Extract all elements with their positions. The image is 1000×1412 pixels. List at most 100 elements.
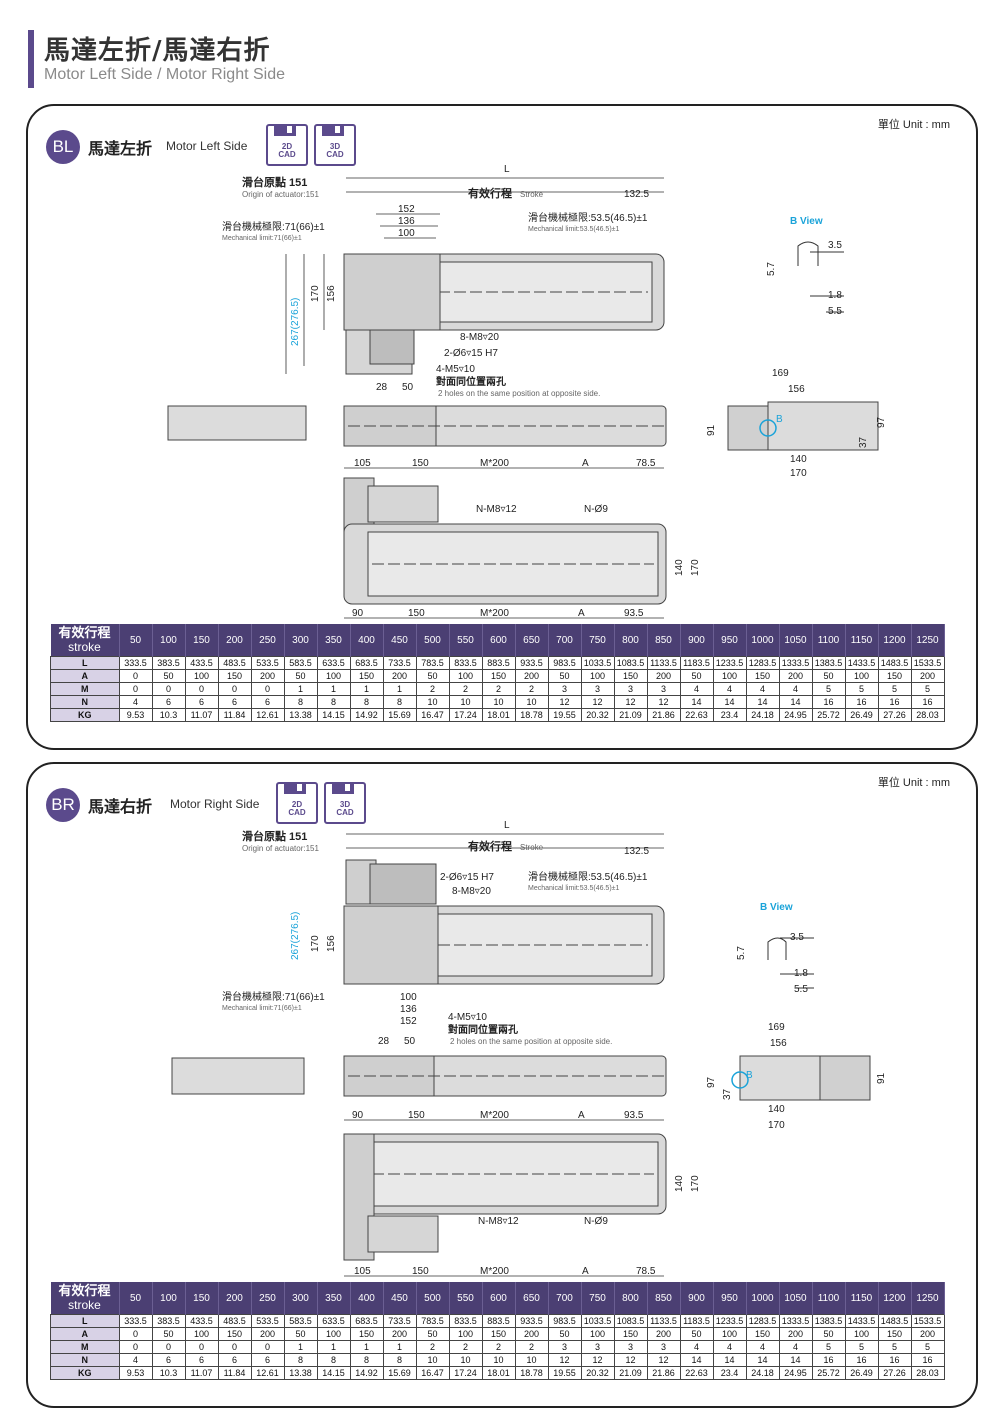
table-cell: 26.49	[844, 1366, 879, 1380]
table-cell: 0	[118, 682, 153, 696]
stroke-column-header: 1200	[878, 1282, 912, 1315]
table-cell: 20.32	[580, 1366, 615, 1380]
stroke-column-header: 100	[152, 624, 186, 657]
table-cell: 1233.5	[712, 1314, 747, 1328]
stroke-column-header: 550	[449, 624, 483, 657]
table-cell: 14	[712, 695, 747, 709]
end-view	[727, 401, 879, 451]
table-cell: 11.84	[217, 1366, 252, 1380]
svg-text:Origin of actuator:151: Origin of actuator:151	[242, 190, 319, 199]
table-cell: 21.86	[646, 1366, 681, 1380]
table-cell: 1	[316, 1340, 351, 1354]
table-cell: 433.5	[184, 656, 219, 670]
svg-text:M*200: M*200	[480, 608, 509, 619]
table-cell: 4	[712, 682, 747, 696]
stroke-column-header: 1150	[845, 624, 879, 657]
svg-text:140: 140	[768, 1104, 785, 1115]
svg-text:150: 150	[412, 1266, 429, 1277]
svg-text:132.5: 132.5	[624, 189, 649, 200]
svg-text:Mechanical limit:71(66)±1: Mechanical limit:71(66)±1	[222, 235, 302, 242]
technical-drawing: L 滑台原點 151 Origin of actuator:151 有效行程 S…	[171, 820, 887, 1277]
stroke-header-en: stroke	[68, 640, 101, 654]
table-cell: 28.03	[910, 708, 945, 722]
svg-text:152: 152	[398, 204, 415, 215]
table-cell: 16	[811, 695, 846, 709]
svg-text:4-M5▿10: 4-M5▿10	[436, 364, 475, 375]
table-cell: 200	[250, 1327, 285, 1341]
stroke-column-header: 650	[515, 1282, 549, 1315]
table-cell: 6	[217, 695, 252, 709]
table-cell: 10	[415, 1353, 450, 1367]
svg-text:132.5: 132.5	[624, 846, 649, 857]
svg-text:91: 91	[876, 1072, 887, 1084]
table-cell: 1483.5	[877, 656, 912, 670]
table-cell: 17.24	[448, 708, 483, 722]
svg-text:170: 170	[310, 285, 321, 302]
svg-text:N-M8▿12: N-M8▿12	[476, 504, 517, 515]
table-cell: 4	[745, 1340, 780, 1354]
svg-text:100: 100	[400, 992, 417, 1003]
table-cell: 10	[481, 695, 516, 709]
table-cell: 6	[217, 1353, 252, 1367]
stroke-column-header: 1250	[911, 1282, 945, 1315]
table-cell: 2	[448, 682, 483, 696]
table-cell: 16	[910, 695, 945, 709]
stroke-column-header: 200	[218, 1282, 252, 1315]
table-cell: 10.3	[151, 708, 186, 722]
svg-text:L: L	[504, 820, 510, 831]
table-cell: 883.5	[481, 656, 516, 670]
table-cell: 150	[877, 1327, 912, 1341]
table-cell: 18.78	[514, 1366, 549, 1380]
table-cell: 8	[349, 1353, 384, 1367]
table-cell: 2	[415, 682, 450, 696]
table-cell: 16.47	[415, 708, 450, 722]
table-cell: 683.5	[349, 656, 384, 670]
table-cell: 9.53	[118, 1366, 153, 1380]
table-cell: 8	[382, 1353, 417, 1367]
table-cell: 1	[382, 1340, 417, 1354]
table-cell: 150	[613, 1327, 648, 1341]
table-cell: 20.32	[580, 708, 615, 722]
table-cell: 150	[745, 669, 780, 683]
table-cell: 10	[481, 1353, 516, 1367]
svg-text:2 holes on the same position a: 2 holes on the same position at opposite…	[450, 1037, 612, 1046]
stroke-column-header: 50	[119, 1282, 153, 1315]
table-cell: 1333.5	[778, 656, 813, 670]
svg-text:M*200: M*200	[480, 458, 509, 469]
svg-text:28: 28	[378, 1036, 390, 1047]
svg-text:169: 169	[772, 368, 789, 379]
table-cell: 6	[184, 695, 219, 709]
table-cell: 3	[613, 1340, 648, 1354]
table-cell: 12.61	[250, 1366, 285, 1380]
table-cell: 1233.5	[712, 656, 747, 670]
table-cell: 1083.5	[613, 1314, 648, 1328]
table-cell: 0	[217, 1340, 252, 1354]
table-cell: 733.5	[382, 1314, 417, 1328]
table-cell: 3	[580, 1340, 615, 1354]
b-view-profile	[767, 937, 814, 989]
svg-text:1.8: 1.8	[828, 290, 842, 301]
table-cell: 23.4	[712, 1366, 747, 1380]
section-title-en: Motor Right Side	[170, 797, 260, 811]
stroke-column-header: 650	[515, 624, 549, 657]
svg-text:3.5: 3.5	[828, 240, 842, 251]
table-cell: 14.15	[316, 708, 351, 722]
table-cell: 16	[877, 1353, 912, 1367]
row-label: L	[50, 656, 120, 670]
svg-text:170: 170	[790, 468, 807, 479]
table-cell: 2	[481, 682, 516, 696]
stroke-column-header: 900	[680, 1282, 714, 1315]
table-cell: 10	[448, 695, 483, 709]
svg-text:37: 37	[722, 1088, 733, 1100]
table-cell: 5	[877, 1340, 912, 1354]
table-cell: 8	[316, 1353, 351, 1367]
svg-text:Origin of actuator:151: Origin of actuator:151	[242, 844, 319, 853]
table-cell: 8	[316, 695, 351, 709]
svg-text:91: 91	[706, 424, 717, 436]
table-cell: 22.63	[679, 1366, 714, 1380]
stroke-column-header: 300	[284, 624, 318, 657]
